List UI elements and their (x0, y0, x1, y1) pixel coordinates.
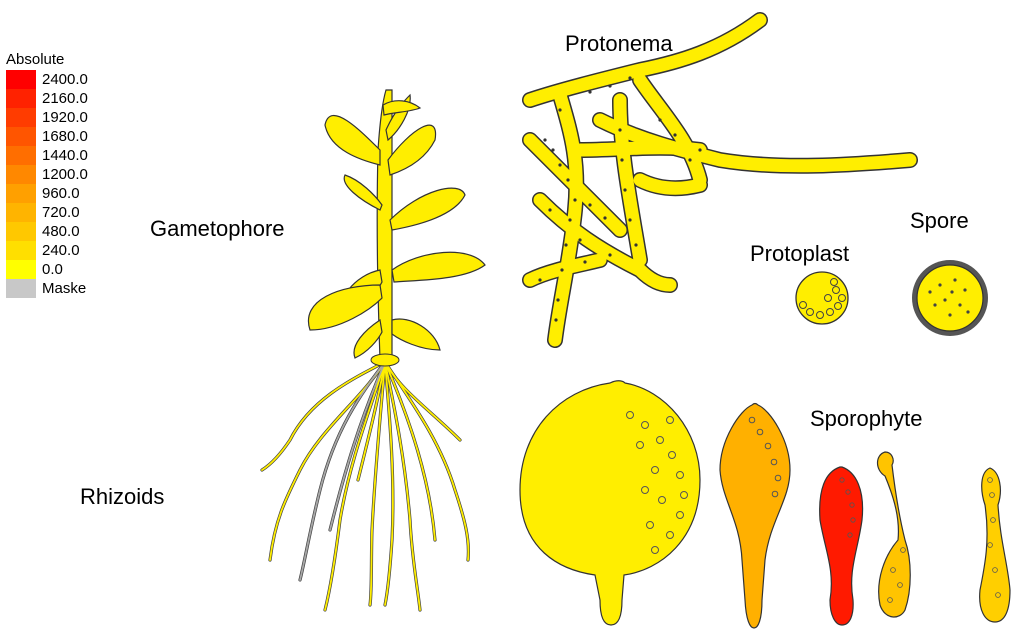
rhizoids-illustration (262, 362, 468, 610)
gametophore-leaf (308, 285, 382, 330)
gametophore-leaf (325, 115, 380, 165)
sporophyte-illustration (520, 381, 1010, 628)
protoplast-illustration (796, 272, 848, 324)
gametophore-leaf (344, 175, 382, 210)
sporophyte-capsule-mid (878, 452, 911, 617)
gametophore-leaf (354, 320, 382, 358)
spore-illustration (912, 260, 988, 336)
sporophyte-capsule-red (820, 467, 863, 625)
gametophore-leaf (390, 188, 465, 230)
gametophore-leaf (392, 252, 485, 282)
sporophyte-capsule-young (980, 468, 1010, 622)
protonema-illustration (530, 20, 910, 340)
gametophore-leaf (392, 319, 440, 350)
gametophore-illustration (308, 90, 485, 360)
sporophyte-capsule-orange (720, 404, 790, 629)
gametophore-base (371, 354, 399, 366)
